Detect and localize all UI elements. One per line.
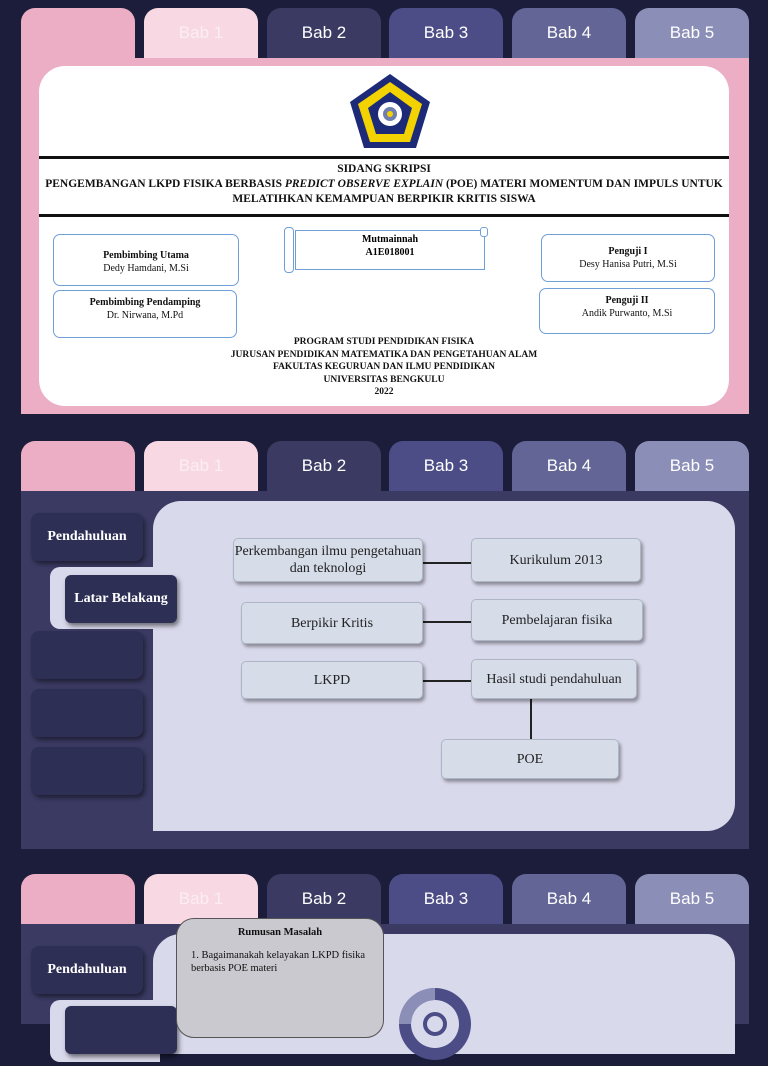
tab-bab-4[interactable]: Bab 4 [512,874,626,924]
penguji-1-label: Penguji I [608,246,648,257]
pembimbing-utama-name: Dedy Hamdani, M.Si [103,263,189,274]
side-empty-button[interactable] [31,689,143,737]
side-active-button[interactable] [65,1006,177,1054]
tab-bab-2[interactable]: Bab 2 [267,874,381,924]
penguji-1-box: Penguji I Desy Hanisa Putri, M.Si [541,234,715,282]
thesis-title: PENGEMBANGAN LKPD FISIKA BERBASIS PREDIC… [45,178,723,205]
tab-bab-5[interactable]: Bab 5 [635,874,749,924]
node-perkembangan: Perkembangan ilmu pengetahuan dan teknol… [233,538,423,582]
slide-cover: Bab 1 Bab 2 Bab 3 Bab 4 Bab 5 SIDANG SKR… [21,8,749,414]
tab-bab-2[interactable]: Bab 2 [267,441,381,491]
title-rule-top [39,156,729,159]
penguji-2-name: Andik Purwanto, M.Si [581,308,673,319]
node-pembelajaran-fisika: Pembelajaran fisika [471,599,643,641]
institution-line: JURUSAN PENDIDIKAN MATEMATIKA DAN PENGET… [230,349,538,360]
cover-heading: SIDANG SKRIPSI [337,163,431,175]
side-pendahuluan-button[interactable]: Pendahuluan [31,946,143,994]
rumusan-masalah-title: Rumusan Masalah [237,927,323,938]
tab-bab-4[interactable]: Bab 4 [512,441,626,491]
connector-line [530,699,532,739]
tab-bab-3[interactable]: Bab 3 [389,8,503,58]
tab-bab-1[interactable]: Bab 1 [144,441,258,491]
student-scroll: Mutmainnah A1E018001 [284,227,488,273]
title-rule-bottom [39,214,729,217]
node-berpikir-kritis: Berpikir Kritis [241,602,423,644]
tab-bab-5[interactable]: Bab 5 [635,441,749,491]
slide-rumusan-masalah: Bab 1 Bab 2 Bab 3 Bab 4 Bab 5 Pendahulua… [21,874,749,1062]
side-empty-button[interactable] [31,631,143,679]
connector-line [421,621,473,623]
tab-bab-1[interactable]: Bab 1 [144,874,258,924]
tab-bab-2[interactable]: Bab 2 [267,8,381,58]
gear-ring-icon [399,988,471,1060]
slide-latar-belakang: Bab 1 Bab 2 Bab 3 Bab 4 Bab 5 Pendahulua… [21,441,749,849]
penguji-2-box: Penguji II Andik Purwanto, M.Si [539,288,715,334]
tab-home[interactable] [21,441,135,491]
institution-line: UNIVERSITAS BENGKULU [323,374,445,385]
tab-bab-4[interactable]: Bab 4 [512,8,626,58]
pembimbing-pendamping-label: Pembimbing Pendamping [89,297,201,308]
rumusan-masalah-item: 1. Bagaimanakah kelayakan LKPD fisika be… [191,950,366,974]
connector-line [421,680,473,682]
node-poe: POE [441,739,619,779]
connector-line [421,562,473,564]
tab-bab-5[interactable]: Bab 5 [635,8,749,58]
penguji-1-name: Desy Hanisa Putri, M.Si [579,259,677,270]
node-hasil-studi: Hasil studi pendahuluan [471,659,637,699]
side-pendahuluan-button[interactable]: Pendahuluan [31,513,143,561]
student-id: A1E018001 [365,247,415,258]
tab-bab-3[interactable]: Bab 3 [389,874,503,924]
tab-home[interactable] [21,874,135,924]
side-empty-button[interactable] [31,747,143,795]
institution-line: PROGRAM STUDI PENDIDIKAN FISIKA [293,337,475,347]
tab-home[interactable] [21,8,135,58]
rumusan-masalah-box: Rumusan Masalah 1. Bagaimanakah kelayaka… [176,918,384,1038]
node-kurikulum: Kurikulum 2013 [471,538,641,582]
pembimbing-pendamping-box: Pembimbing Pendamping Dr. Nirwana, M.Pd [53,290,237,338]
student-name: Mutmainnah [361,234,419,245]
side-latar-belakang-button[interactable]: Latar Belakang [65,575,177,623]
pembimbing-utama-label: Pembimbing Utama [103,250,189,261]
institution-line: FAKULTAS KEGURUAN DAN ILMU PENDIDIKAN [272,362,496,372]
slide-body: Pendahuluan Latar Belakang Perkembangan … [21,491,749,849]
tab-bab-1[interactable]: Bab 1 [144,8,258,58]
node-lkpd: LKPD [241,661,423,699]
institution-block: PROGRAM STUDI PENDIDIKAN FISIKA JURUSAN … [39,336,729,399]
cover-title: SIDANG SKRIPSI PENGEMBANGAN LKPD FISIKA … [39,162,729,207]
tab-bab-3[interactable]: Bab 3 [389,441,503,491]
university-logo [350,74,430,148]
penguji-2-label: Penguji II [605,295,649,306]
institution-year: 2022 [374,387,394,397]
pembimbing-pendamping-name: Dr. Nirwana, M.Pd [106,310,184,321]
pembimbing-utama-box: Pembimbing Utama Dedy Hamdani, M.Si [53,234,239,286]
slide-body: Pendahuluan [21,924,749,1062]
slide-body: SIDANG SKRIPSI PENGEMBANGAN LKPD FISIKA … [21,58,749,414]
cover-card: SIDANG SKRIPSI PENGEMBANGAN LKPD FISIKA … [39,66,729,406]
